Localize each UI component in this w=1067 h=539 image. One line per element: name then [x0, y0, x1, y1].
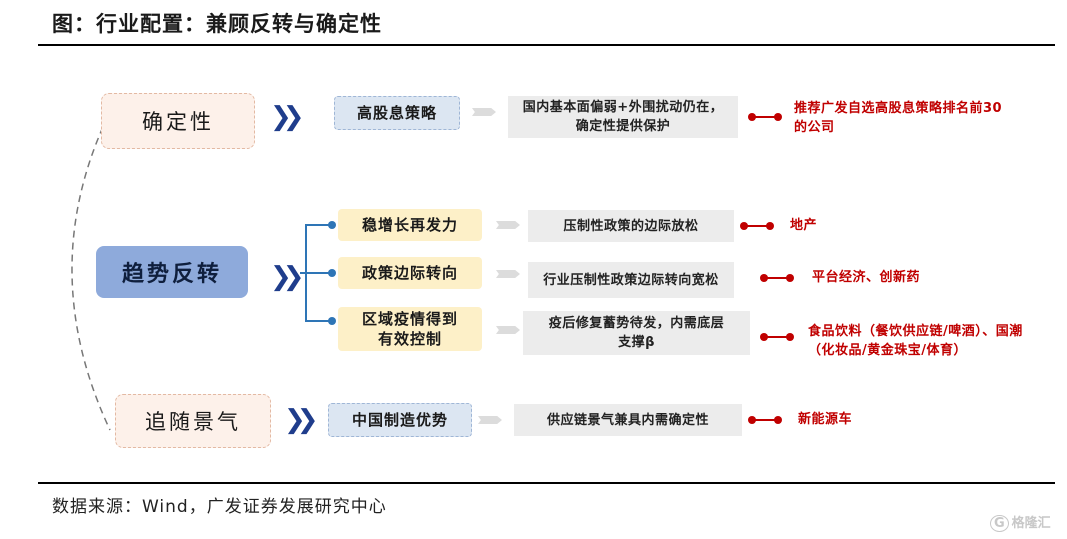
- reason-box: 压制性政策的边际放松: [528, 210, 734, 242]
- arrow-right-icon: [478, 416, 502, 424]
- page-title: 图：行业配置：兼顾反转与确定性: [52, 12, 382, 36]
- reason-text: 疫后修复蓄势待发，内需底层支撑β: [548, 316, 725, 350]
- bracket-stem: [300, 272, 306, 274]
- red-dot: [766, 222, 774, 230]
- strategy-box: 中国制造优势: [328, 403, 472, 437]
- bracket-dot: [328, 269, 336, 277]
- source-rule: [38, 482, 1055, 484]
- red-dot: [774, 113, 782, 121]
- strategy-box: 稳增长再发力: [338, 209, 482, 241]
- strategy-box: 政策边际转向: [338, 257, 482, 289]
- arrow-right-icon: [496, 270, 520, 278]
- arrow-right-icon: [496, 221, 520, 229]
- reason-text: 供应链景气兼具内需确定性: [546, 412, 709, 428]
- result-text: 推荐广发自选高股息策略排名前30的公司: [794, 101, 1003, 135]
- strategy-label: 中国制造优势: [351, 411, 448, 429]
- strategy-box: 高股息策略: [334, 96, 460, 130]
- reason-box: 供应链景气兼具内需确定性: [514, 404, 742, 436]
- red-dot: [786, 274, 794, 282]
- theme-label: 追随景气: [145, 410, 241, 434]
- logo-icon: G: [990, 515, 1009, 532]
- double-chevron-icon: ❯❯: [284, 405, 318, 435]
- reason-text: 国内基本面偏弱+外围扰动仍在，确定性提供保护: [522, 100, 724, 134]
- arrow-right-icon: [472, 108, 496, 116]
- theme-box-reversal: 趋势反转: [96, 246, 248, 298]
- watermark-text: 格隆汇: [1011, 516, 1051, 531]
- red-connector: [764, 336, 790, 338]
- reason-text: 压制性政策的边际放松: [563, 218, 699, 234]
- strategy-label: 稳增长再发力: [361, 216, 458, 234]
- bracket-branch: [305, 320, 333, 322]
- strategy-label: 政策边际转向: [361, 264, 458, 282]
- result-text: 新能源车: [798, 412, 853, 427]
- red-connector: [744, 225, 770, 227]
- red-dot: [774, 416, 782, 424]
- theme-box-certainty: 确定性: [101, 93, 255, 149]
- strategy-label: 高股息策略: [356, 104, 437, 122]
- result-text: 地产: [790, 218, 818, 233]
- result-text: 食品饮料（餐饮供应链/啤酒）、国潮（化妆品/黄金珠宝/体育）: [808, 324, 1023, 358]
- red-connector: [752, 116, 778, 118]
- title-rule: [38, 44, 1055, 46]
- double-chevron-icon: ❯❯: [270, 262, 304, 292]
- strategy-label: 区域疫情得到有效控制: [362, 310, 459, 348]
- result-text: 平台经济、创新药: [812, 270, 921, 285]
- reason-text: 行业压制性政策边际转向宽松: [543, 272, 719, 288]
- red-dot: [786, 333, 794, 341]
- source-note: 数据来源：Wind，广发证券发展研究中心: [52, 497, 387, 517]
- reason-box: 国内基本面偏弱+外围扰动仍在，确定性提供保护: [508, 96, 738, 138]
- red-connector: [764, 277, 790, 279]
- strategy-box: 区域疫情得到有效控制: [338, 307, 482, 351]
- theme-label: 趋势反转: [121, 261, 222, 287]
- theme-label: 确定性: [142, 110, 214, 134]
- reason-box: 行业压制性政策边际转向宽松: [528, 262, 734, 298]
- bracket-branch: [305, 272, 333, 274]
- arrow-right-icon: [496, 326, 520, 334]
- red-connector: [752, 419, 778, 421]
- reason-box: 疫后修复蓄势待发，内需底层支撑β: [523, 311, 750, 355]
- double-chevron-icon: ❯❯: [270, 102, 304, 132]
- theme-box-prosperity: 追随景气: [115, 394, 271, 448]
- bracket-branch: [305, 224, 333, 226]
- bracket-dot: [328, 221, 336, 229]
- bracket-dot: [328, 317, 336, 325]
